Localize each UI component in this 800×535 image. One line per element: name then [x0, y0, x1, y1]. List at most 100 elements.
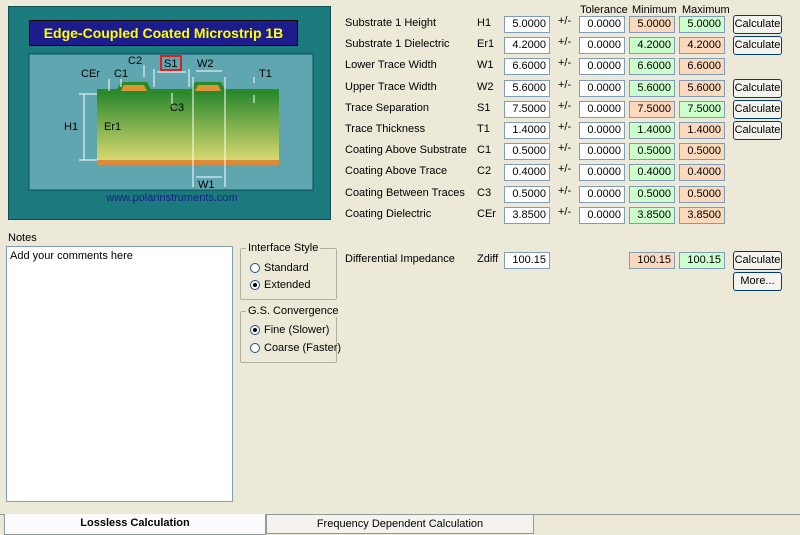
param-value-field-t1[interactable]: 1.4000 [504, 122, 550, 139]
param-symbol-cer: CEr [477, 208, 496, 220]
param-min-field-cer: 3.8500 [629, 207, 675, 224]
param-min-field-s1: 7.5000 [629, 101, 675, 118]
param-max-field-h1: 5.0000 [679, 16, 725, 33]
param-label-c1: Coating Above Substrate [345, 144, 467, 156]
radio-coarse[interactable] [250, 343, 260, 353]
impedance-calculate-button[interactable]: Calculate [733, 251, 782, 270]
param-value-field-c2[interactable]: 0.4000 [504, 164, 550, 181]
tab-lossless[interactable]: Lossless Calculation [4, 514, 266, 535]
param-tolerance-field-t1[interactable]: 0.0000 [579, 122, 625, 139]
param-tolerance-field-er1[interactable]: 0.0000 [579, 37, 625, 54]
interface-style-title: Interface Style [246, 242, 321, 254]
structure-diagram: www.polarinstruments.com C2 S1 W2 CEr C1… [8, 6, 331, 220]
param-min-field-t1: 1.4000 [629, 122, 675, 139]
param-max-field-er1: 4.2000 [679, 37, 725, 54]
label-c2: C2 [128, 55, 142, 67]
impedance-value-field[interactable]: 100.15 [504, 252, 550, 269]
param-tolerance-field-c1[interactable]: 0.0000 [579, 143, 625, 160]
param-value-field-c1[interactable]: 0.5000 [504, 143, 550, 160]
param-tolerance-field-s1[interactable]: 0.0000 [579, 101, 625, 118]
param-min-field-er1: 4.2000 [629, 37, 675, 54]
param-plusminus-w1: +/- [558, 57, 572, 69]
param-plusminus-w2: +/- [558, 79, 572, 91]
more-button[interactable]: More... [733, 272, 782, 291]
notes-label: Notes [8, 232, 37, 244]
param-tolerance-field-c3[interactable]: 0.0000 [579, 186, 625, 203]
param-min-field-c1: 0.5000 [629, 143, 675, 160]
header-maximum: Maximum [682, 4, 730, 16]
label-t1: T1 [259, 68, 272, 80]
radio-extended-label[interactable]: Extended [264, 279, 311, 291]
param-tolerance-field-w2[interactable]: 0.0000 [579, 80, 625, 97]
param-min-field-c3: 0.5000 [629, 186, 675, 203]
param-tolerance-field-h1[interactable]: 0.0000 [579, 16, 625, 33]
label-w1: W1 [198, 179, 215, 191]
param-value-field-c3[interactable]: 0.5000 [504, 186, 550, 203]
param-tolerance-field-w1[interactable]: 0.0000 [579, 58, 625, 75]
radio-standard-label[interactable]: Standard [264, 262, 309, 274]
param-label-er1: Substrate 1 Dielectric [345, 38, 450, 50]
label-cer: CEr [81, 68, 100, 80]
calculate-button-er1[interactable]: Calculate [733, 36, 782, 55]
convergence-group [240, 311, 337, 363]
diagram-title: Edge-Coupled Coated Microstrip 1B [29, 20, 298, 46]
label-er1: Er1 [104, 121, 121, 133]
notes-textarea[interactable]: Add your comments here [6, 246, 233, 502]
param-label-c2: Coating Above Trace [345, 165, 448, 177]
param-symbol-w1: W1 [477, 59, 494, 71]
param-tolerance-field-c2[interactable]: 0.0000 [579, 164, 625, 181]
param-min-field-h1: 5.0000 [629, 16, 675, 33]
param-symbol-s1: S1 [477, 102, 491, 114]
param-plusminus-cer: +/- [558, 206, 572, 218]
label-h1: H1 [64, 121, 78, 133]
diagram-url-text: www.polarinstruments.com [105, 192, 237, 204]
param-min-field-c2: 0.4000 [629, 164, 675, 181]
param-label-w1: Lower Trace Width [345, 59, 437, 71]
label-c3: C3 [170, 102, 184, 114]
radio-fine[interactable] [250, 325, 260, 335]
label-c1: C1 [114, 68, 128, 80]
convergence-title: G.S. Convergence [246, 305, 341, 317]
param-tolerance-field-cer[interactable]: 0.0000 [579, 207, 625, 224]
param-label-h1: Substrate 1 Height [345, 17, 437, 29]
calculate-button-h1[interactable]: Calculate [733, 15, 782, 34]
param-label-t1: Trace Thickness [345, 123, 426, 135]
radio-standard[interactable] [250, 263, 260, 273]
param-value-field-s1[interactable]: 7.5000 [504, 101, 550, 118]
radio-coarse-label[interactable]: Coarse (Faster) [264, 342, 342, 354]
param-value-field-w1[interactable]: 6.6000 [504, 58, 550, 75]
param-symbol-c2: C2 [477, 165, 492, 177]
calculate-button-w2[interactable]: Calculate [733, 79, 782, 98]
param-max-field-w2: 5.6000 [679, 80, 725, 97]
param-value-field-cer[interactable]: 3.8500 [504, 207, 550, 224]
param-label-c3: Coating Between Traces [345, 187, 465, 199]
param-symbol-c1: C1 [477, 144, 492, 156]
radio-fine-label[interactable]: Fine (Slower) [264, 324, 330, 336]
param-max-field-t1: 1.4000 [679, 122, 725, 139]
param-symbol-c3: C3 [477, 187, 492, 199]
impedance-min-field: 100.15 [629, 252, 675, 269]
param-max-field-c3: 0.5000 [679, 186, 725, 203]
header-tolerance: Tolerance [580, 4, 628, 16]
param-min-field-w2: 5.6000 [629, 80, 675, 97]
param-plusminus-c1: +/- [558, 142, 572, 154]
tab-frequency-dependent[interactable]: Frequency Dependent Calculation [266, 515, 534, 534]
calculate-button-t1[interactable]: Calculate [733, 121, 782, 140]
label-w2: W2 [197, 58, 214, 70]
impedance-label: Differential Impedance [345, 253, 455, 265]
structure-diagram-drawing: www.polarinstruments.com C2 S1 W2 CEr C1… [28, 53, 314, 204]
param-value-field-w2[interactable]: 5.6000 [504, 80, 550, 97]
param-plusminus-t1: +/- [558, 121, 572, 133]
label-s1: S1 [164, 58, 177, 70]
param-plusminus-er1: +/- [558, 36, 572, 48]
param-value-field-h1[interactable]: 5.0000 [504, 16, 550, 33]
impedance-max-field: 100.15 [679, 252, 725, 269]
param-label-s1: Trace Separation [345, 102, 429, 114]
calculate-button-s1[interactable]: Calculate [733, 100, 782, 119]
param-symbol-h1: H1 [477, 17, 492, 29]
param-max-field-s1: 7.5000 [679, 101, 725, 118]
param-max-field-c1: 0.5000 [679, 143, 725, 160]
param-value-field-er1[interactable]: 4.2000 [504, 37, 550, 54]
radio-extended[interactable] [250, 280, 260, 290]
param-plusminus-c2: +/- [558, 163, 572, 175]
